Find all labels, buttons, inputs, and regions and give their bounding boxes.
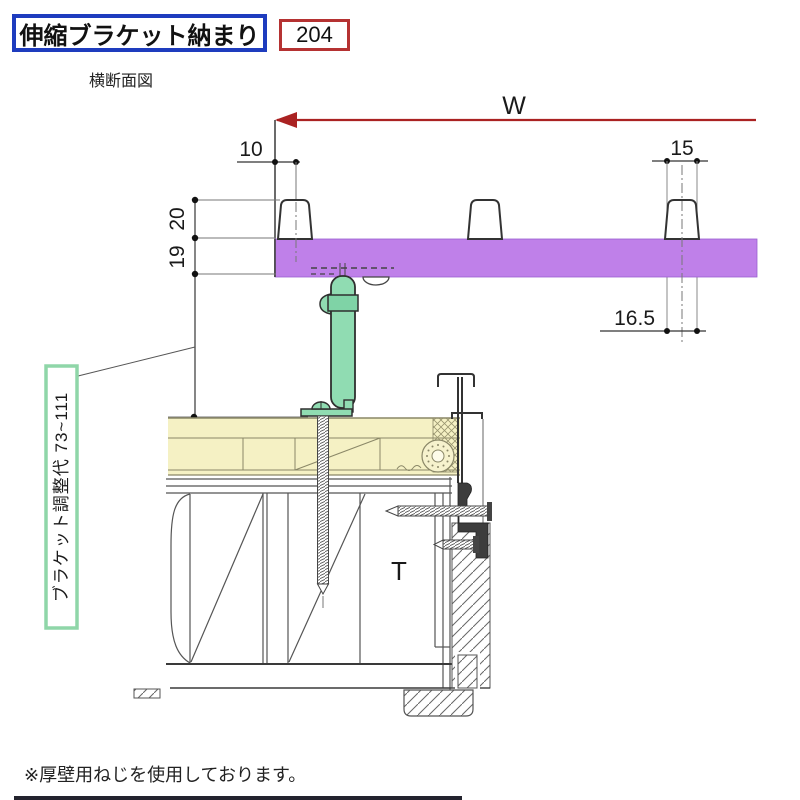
deck-joist-band — [168, 417, 460, 476]
footnote: ※厚壁用ねじを使用しております。 — [24, 765, 307, 785]
deck-clips — [276, 199, 701, 240]
sealant-squiggle — [396, 465, 422, 471]
wall-and-frame — [403, 482, 491, 717]
bracket-foot-plate — [300, 408, 353, 417]
deck-clip-2 — [466, 199, 504, 240]
w-dim-label: W — [502, 92, 526, 120]
hat-channel-profile — [437, 373, 484, 523]
dim-16-5: 16.5 — [600, 307, 706, 334]
curved-post — [170, 493, 191, 664]
cropped-next-section-bar — [14, 796, 462, 800]
frame-profile — [457, 482, 489, 559]
bracket-clamp-band — [327, 294, 359, 312]
rail-end-cap — [133, 688, 161, 699]
dim-15-label: 15 — [670, 137, 693, 160]
page-number: 204 — [296, 22, 333, 47]
w-arrowhead-icon — [275, 112, 297, 128]
sill-block — [457, 654, 478, 689]
truss-diagonal-1 — [190, 493, 264, 663]
deck-board — [274, 238, 758, 278]
dim-16-5-label: 16.5 — [614, 307, 655, 330]
w-dimension: W — [275, 92, 756, 128]
page-title: 伸縮ブラケット納まり — [19, 22, 260, 50]
dim-20-label: 20 — [166, 207, 189, 230]
page-number-box: 204 — [279, 19, 350, 51]
bracket-adjust-label: ブラケット調整代 73~111 — [51, 392, 71, 602]
t-section-label: T — [391, 556, 407, 586]
title-box: 伸縮ブラケット納まり — [12, 14, 267, 52]
section-subtitle: 横断面図 — [89, 73, 154, 90]
dim-10: 10 — [237, 138, 300, 200]
label-leader-line — [77, 346, 196, 377]
dim-10-label: 10 — [239, 138, 262, 161]
left-dimension-stack: 20 19 — [77, 196, 308, 421]
substructure-truss — [166, 477, 490, 690]
hidden-bracket-hook — [311, 267, 394, 286]
horizontal-screw-lower — [432, 536, 479, 553]
nut-profile — [362, 276, 390, 286]
dim-19-label: 19 — [166, 245, 189, 268]
sill-base — [403, 689, 474, 717]
horizontal-screw-upper — [384, 502, 492, 521]
round-member-end-view — [421, 439, 455, 473]
bracket-adjust-label-box: ブラケット調整代 73~111 — [44, 364, 79, 630]
deck-clip-1 — [276, 199, 314, 240]
joist-diagonal-mark — [294, 437, 381, 471]
vertical-screw — [316, 415, 330, 608]
expansion-bracket — [300, 263, 359, 417]
